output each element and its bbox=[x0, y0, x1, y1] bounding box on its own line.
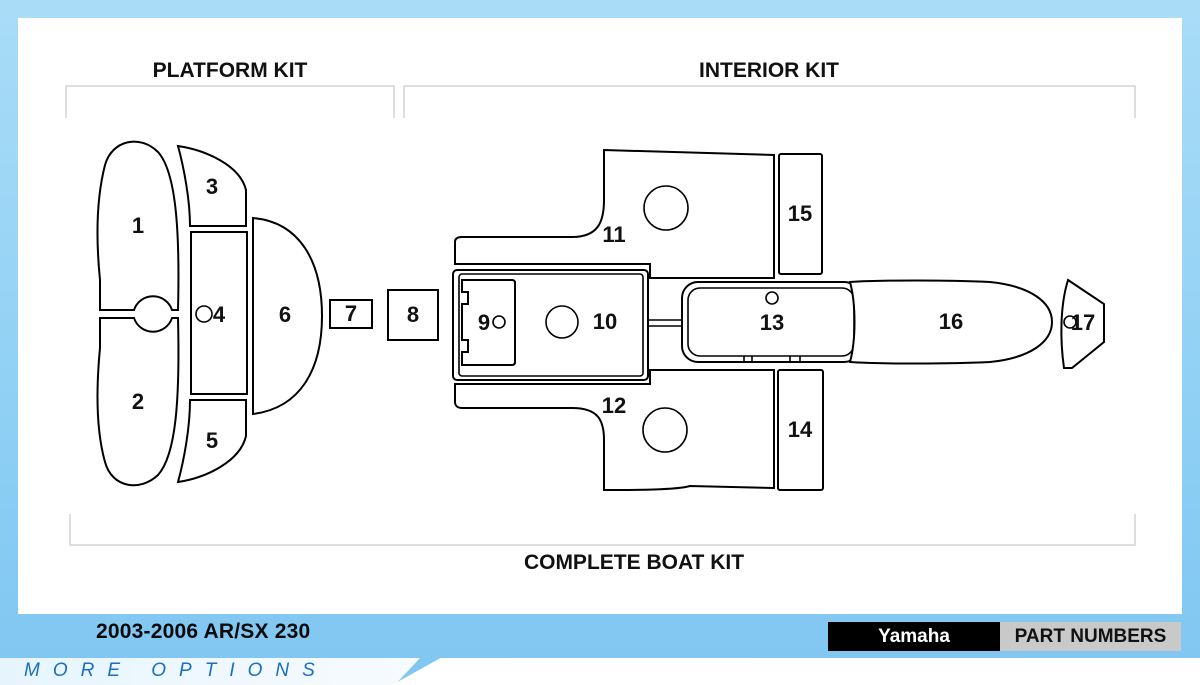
part-label: 11 bbox=[602, 222, 625, 247]
part-3[interactable]: 3 bbox=[176, 144, 247, 227]
part-12[interactable]: 12 bbox=[454, 369, 775, 492]
platform-kit-label: PLATFORM KIT bbox=[153, 59, 308, 82]
part-label: 1 bbox=[132, 213, 144, 238]
footer-strip bbox=[392, 658, 1200, 685]
platform-kit-bracket bbox=[65, 85, 395, 118]
part-13[interactable]: 13 bbox=[681, 281, 861, 363]
complete-kit-label: COMPLETE BOAT KIT bbox=[524, 551, 744, 574]
part-5[interactable]: 5 bbox=[176, 399, 247, 484]
part-label: 2 bbox=[132, 389, 144, 414]
part-label: 4 bbox=[213, 302, 226, 327]
part-6[interactable]: 6 bbox=[252, 216, 324, 416]
part-label: 15 bbox=[788, 201, 812, 226]
interior-kit-bracket bbox=[403, 85, 1136, 118]
interior-kit-label: INTERIOR KIT bbox=[699, 59, 839, 82]
part-label: 5 bbox=[206, 428, 218, 453]
part-1[interactable]: 1 bbox=[96, 140, 180, 311]
brand-tab[interactable]: Yamaha bbox=[828, 622, 1000, 651]
part-numbers-tab[interactable]: PART NUMBERS bbox=[1000, 622, 1181, 651]
more-options-link[interactable]: MORE OPTIONS bbox=[24, 660, 328, 681]
more-options-bar[interactable] bbox=[0, 658, 420, 685]
part-label: 7 bbox=[345, 301, 357, 326]
model-title: 2003-2006 AR/SX 230 bbox=[96, 620, 311, 643]
part-label: 14 bbox=[788, 417, 813, 442]
part-8[interactable]: 8 bbox=[387, 289, 439, 341]
part-label: 8 bbox=[407, 302, 419, 327]
part-7[interactable]: 7 bbox=[329, 299, 373, 329]
part-label: 12 bbox=[602, 393, 626, 418]
part-2[interactable]: 2 bbox=[96, 317, 180, 487]
connector-strip bbox=[648, 319, 684, 327]
part-17[interactable]: 17 bbox=[1060, 278, 1105, 369]
part-label: 17 bbox=[1071, 310, 1095, 335]
part-label: 16 bbox=[939, 309, 963, 334]
part-label: 6 bbox=[279, 302, 291, 327]
part-9[interactable]: 9 bbox=[461, 279, 516, 366]
part-16[interactable]: 16 bbox=[848, 279, 1054, 365]
part-14[interactable]: 14 bbox=[777, 369, 824, 491]
part-4[interactable]: 4 bbox=[190, 231, 248, 395]
complete-kit-bracket bbox=[69, 514, 1136, 546]
part-11[interactable]: 11 bbox=[454, 148, 775, 279]
part-label: 10 bbox=[593, 309, 617, 334]
part-15[interactable]: 15 bbox=[778, 153, 823, 275]
part-label: 9 bbox=[478, 310, 490, 335]
part-label: 13 bbox=[760, 310, 784, 335]
part-label: 3 bbox=[206, 174, 218, 199]
